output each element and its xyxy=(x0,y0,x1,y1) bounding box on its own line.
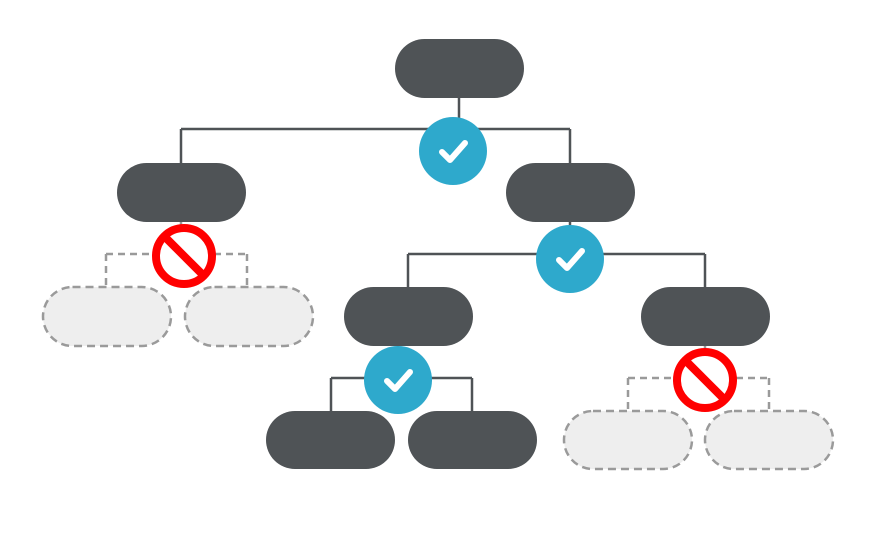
node-left-child-1 xyxy=(41,285,173,348)
node-right-left-child-1 xyxy=(266,411,395,469)
node-left-child-2 xyxy=(183,285,315,348)
node-right-right xyxy=(641,287,770,346)
active-nodes xyxy=(117,39,770,469)
pruned-nodes xyxy=(41,285,835,471)
prohibited-icon xyxy=(673,348,737,412)
node-right-left-child-2 xyxy=(408,411,537,469)
node-right xyxy=(506,163,635,222)
node-root xyxy=(395,39,524,98)
prohibited-icon xyxy=(152,224,216,288)
check-icon xyxy=(364,346,432,414)
node-left xyxy=(117,163,246,222)
check-icon xyxy=(536,225,604,293)
node-right-left xyxy=(344,287,473,346)
node-right-right-child-2 xyxy=(703,409,835,471)
check-icon xyxy=(419,117,487,185)
node-right-right-child-1 xyxy=(562,409,694,471)
